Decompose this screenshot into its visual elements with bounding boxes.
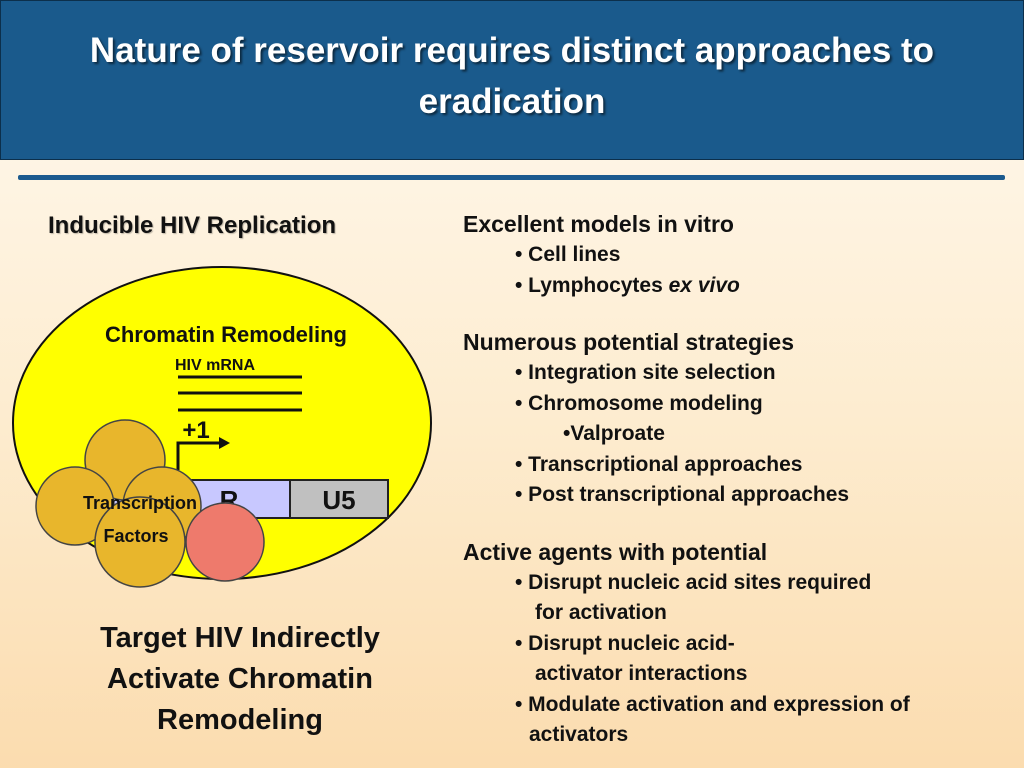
list-item: • Chromosome modeling: [515, 391, 763, 415]
hiv-ltr-diagram: Chromatin Remodeling HIV mRNA +1 R U5 Tr…: [12, 266, 432, 588]
transcription-label: Transcription: [83, 493, 197, 513]
hiv-mrna-label: HIV mRNA: [175, 357, 255, 374]
plus-one-label: +1: [182, 417, 209, 444]
section-heading: Excellent models in vitro: [463, 211, 734, 237]
slide-title: Nature of reservoir requires distinct ap…: [89, 31, 935, 121]
section-heading: Numerous potential strategies: [463, 329, 795, 355]
factors-label: Factors: [103, 526, 168, 546]
diagram-heading: Inducible HIV Replication: [48, 212, 337, 239]
chromatin-remodeling-label: Chromatin Remodeling: [105, 322, 347, 347]
caption-line: Activate Chromatin: [107, 663, 373, 695]
ltr-u5-label: U5: [322, 485, 355, 515]
list-item-continuation: activator interactions: [535, 662, 748, 685]
list-item-continuation: for activation: [535, 601, 667, 624]
title-banner: Nature of reservoir requires distinct ap…: [0, 0, 1024, 160]
list-item: • Post transcriptional approaches: [515, 483, 850, 506]
list-item-continuation: activators: [529, 723, 629, 746]
list-item: • Disrupt nucleic acid-: [515, 631, 735, 655]
factor-bottom: [94, 496, 186, 588]
bullet-list-panel: Excellent models in vitro • Cell lines •…: [463, 209, 1018, 751]
ex-vivo-italic: ex vivo: [668, 273, 740, 297]
list-subitem: •Valproate: [563, 422, 665, 445]
list-item: • Integration site selection: [515, 361, 776, 384]
ltr-u5-box: [289, 479, 389, 519]
section-heading: Active agents with potential: [463, 538, 768, 565]
list-item: • Disrupt nucleic acid sites required: [515, 570, 872, 594]
list-item-text: • Lymphocytes: [515, 273, 663, 297]
target-caption: Target HIV Indirectly Activate Chromatin…: [40, 618, 440, 741]
list-item: • Transcriptional approaches: [515, 452, 803, 476]
caption-line: Target HIV Indirectly: [100, 622, 380, 654]
list-item: • Modulate activation and expression of: [515, 692, 910, 716]
factor-red: [185, 502, 265, 582]
divider-rule: [18, 175, 1005, 180]
caption-line: Remodeling: [157, 704, 323, 736]
transcription-start-arrow-icon: [176, 437, 230, 470]
list-item: • Cell lines: [515, 243, 621, 266]
list-item: • Lymphocytes ex vivo: [463, 271, 1018, 302]
